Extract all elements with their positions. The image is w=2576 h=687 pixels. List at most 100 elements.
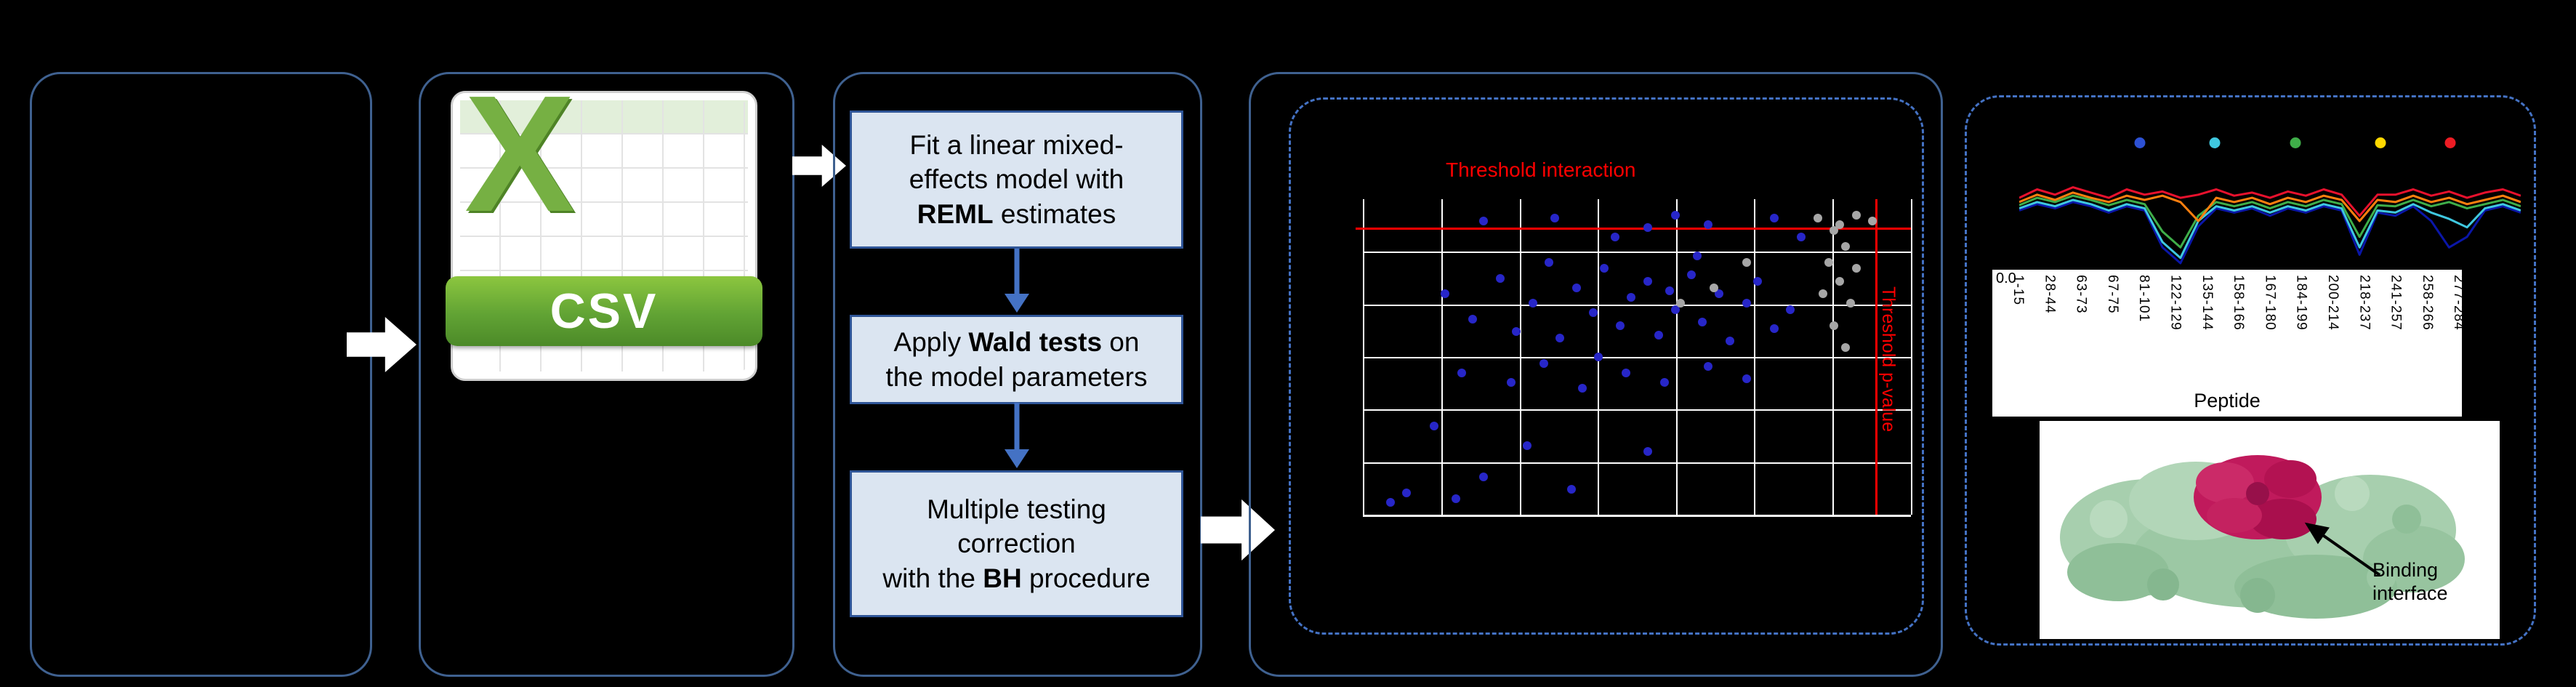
peptide-tick-label: 258-266 [2419, 275, 2435, 331]
peptide-axis-zero-tick: 0.0 [1996, 270, 2016, 286]
step-text-line: REML estimates [917, 198, 1116, 229]
scatter-point-significant [1654, 330, 1664, 340]
grid-line-horizontal [1363, 252, 1911, 254]
scatter-point-significant [1523, 441, 1532, 450]
scatter-point-significant [1478, 217, 1488, 226]
panel-csv-file: X CSV [419, 71, 794, 677]
threshold-line-horizontal [1356, 228, 1911, 230]
scatter-point-nonsignificant [1846, 299, 1856, 308]
scatter-point-significant [1441, 289, 1450, 299]
condition-legend-dot [2134, 137, 2146, 148]
peptide-axis-title: Peptide [2194, 390, 2261, 411]
grid-line-horizontal [1363, 409, 1911, 411]
scatter-point-significant [1769, 214, 1779, 223]
scatter-point-significant [1643, 447, 1653, 457]
excel-x-letter: X [464, 62, 576, 246]
scatter-point-significant [1643, 223, 1653, 233]
step-box-reml: Fit a linear mixed- effects model with R… [850, 111, 1183, 249]
step-text-line: with the BH procedure [882, 563, 1151, 593]
scatter-point-significant [1797, 233, 1806, 242]
scatter-point-significant [1588, 308, 1598, 318]
scatter-point-significant [1670, 305, 1680, 314]
uptake-profile-line [2019, 201, 2521, 265]
uptake-profile-line [2019, 198, 2521, 260]
step-box-wald: Apply Wald tests on the model parameters [850, 315, 1183, 404]
grid-line-vertical [1911, 199, 1912, 515]
scatter-point-significant [1692, 252, 1702, 261]
scatter-point-nonsignificant [1835, 276, 1844, 286]
peptide-tick-label: 184-199 [2293, 275, 2309, 331]
scatter-point-significant [1752, 276, 1762, 286]
step-down-arrow-icon [1005, 403, 1029, 468]
condition-legend-dot [2209, 137, 2221, 148]
scatter-point-significant [1704, 220, 1713, 229]
scatter-point-significant [1659, 377, 1669, 387]
scatter-point-significant [1698, 318, 1707, 327]
scatter-point-nonsignificant [1676, 299, 1686, 308]
step-text-line: Apply Wald tests on [893, 327, 1140, 358]
panel-volcano-result: Threshold interaction Threshold p-value [1249, 72, 1943, 677]
scatter-point-nonsignificant [1835, 220, 1844, 229]
condition-legend-dot [2290, 137, 2301, 148]
scatter-point-significant [1528, 299, 1537, 308]
scatter-point-significant [1742, 374, 1751, 384]
scatter-point-significant [1643, 276, 1653, 286]
binding-site-surface [2194, 455, 2322, 539]
panel-input [30, 72, 372, 677]
scatter-point-significant [1704, 362, 1713, 371]
scatter-point-nonsignificant [1851, 264, 1861, 273]
scatter-point-nonsignificant [1813, 214, 1822, 223]
scatter-point-significant [1385, 497, 1395, 507]
profile-lines-svg [2019, 186, 2521, 265]
scatter-point-significant [1550, 214, 1559, 223]
scatter-point-significant [1430, 422, 1439, 431]
scatter-point-significant [1627, 292, 1636, 302]
peptide-tick-label: 67-75 [2104, 275, 2120, 314]
peptide-tick-label: 135-144 [2199, 275, 2215, 331]
scatter-point-nonsignificant [1830, 321, 1839, 330]
scatter-point-significant [1555, 333, 1565, 342]
scatter-point-significant [1545, 257, 1554, 267]
scatter-point-nonsignificant [1868, 217, 1877, 226]
csv-ribbon-label: CSV [446, 276, 762, 346]
uptake-profile-line [2019, 191, 2521, 222]
peptide-tick-label: 122-129 [2168, 275, 2183, 331]
scatter-point-significant [1512, 327, 1521, 337]
scatter-point-significant [1715, 289, 1724, 299]
peptide-tick-label: 63-73 [2073, 275, 2089, 314]
binding-annotation: Binding interface [2372, 559, 2448, 604]
scatter-point-significant [1478, 472, 1488, 481]
peptide-tick-label: 241-257 [2388, 275, 2404, 331]
scatter-point-significant [1769, 324, 1779, 333]
peptide-tick-label: 158-166 [2231, 275, 2247, 331]
volcano-threshold-title: Threshold interaction [1446, 158, 1636, 181]
volcano-dashed-frame [1289, 97, 1924, 635]
protein-structure: Binding interface [2040, 421, 2500, 639]
condition-legend-dot [2375, 137, 2386, 148]
grid-line-horizontal [1363, 357, 1911, 358]
peptide-tick-label: 277-284 [2451, 275, 2467, 331]
protein-surface-svg [2060, 455, 2465, 619]
peptide-tick-label: 81-101 [2136, 275, 2152, 323]
scatter-point-significant [1670, 210, 1680, 220]
scatter-point-significant [1621, 368, 1630, 377]
condition-legend-dot [2444, 137, 2456, 148]
scatter-point-significant [1495, 273, 1505, 283]
scatter-point-significant [1726, 337, 1735, 346]
scatter-point-nonsignificant [1819, 289, 1828, 299]
scatter-point-significant [1599, 264, 1609, 273]
uptake-profile-line [2019, 186, 2521, 217]
step-box-bh: Multiple testing correction with the BH … [850, 470, 1183, 617]
scatter-point-nonsignificant [1840, 242, 1850, 252]
panel-model-steps: Fit a linear mixed- effects model with R… [833, 72, 1202, 677]
step-text-line: effects model with [909, 164, 1124, 195]
scatter-point-significant [1610, 233, 1619, 242]
threshold-line-vertical [1875, 199, 1877, 515]
step-text-line: the model parameters [885, 361, 1148, 392]
scatter-point-significant [1572, 283, 1582, 292]
step-text-line: Multiple testing [927, 494, 1106, 524]
scatter-point-significant [1539, 358, 1548, 368]
csv-file-icon: X CSV [446, 71, 762, 381]
